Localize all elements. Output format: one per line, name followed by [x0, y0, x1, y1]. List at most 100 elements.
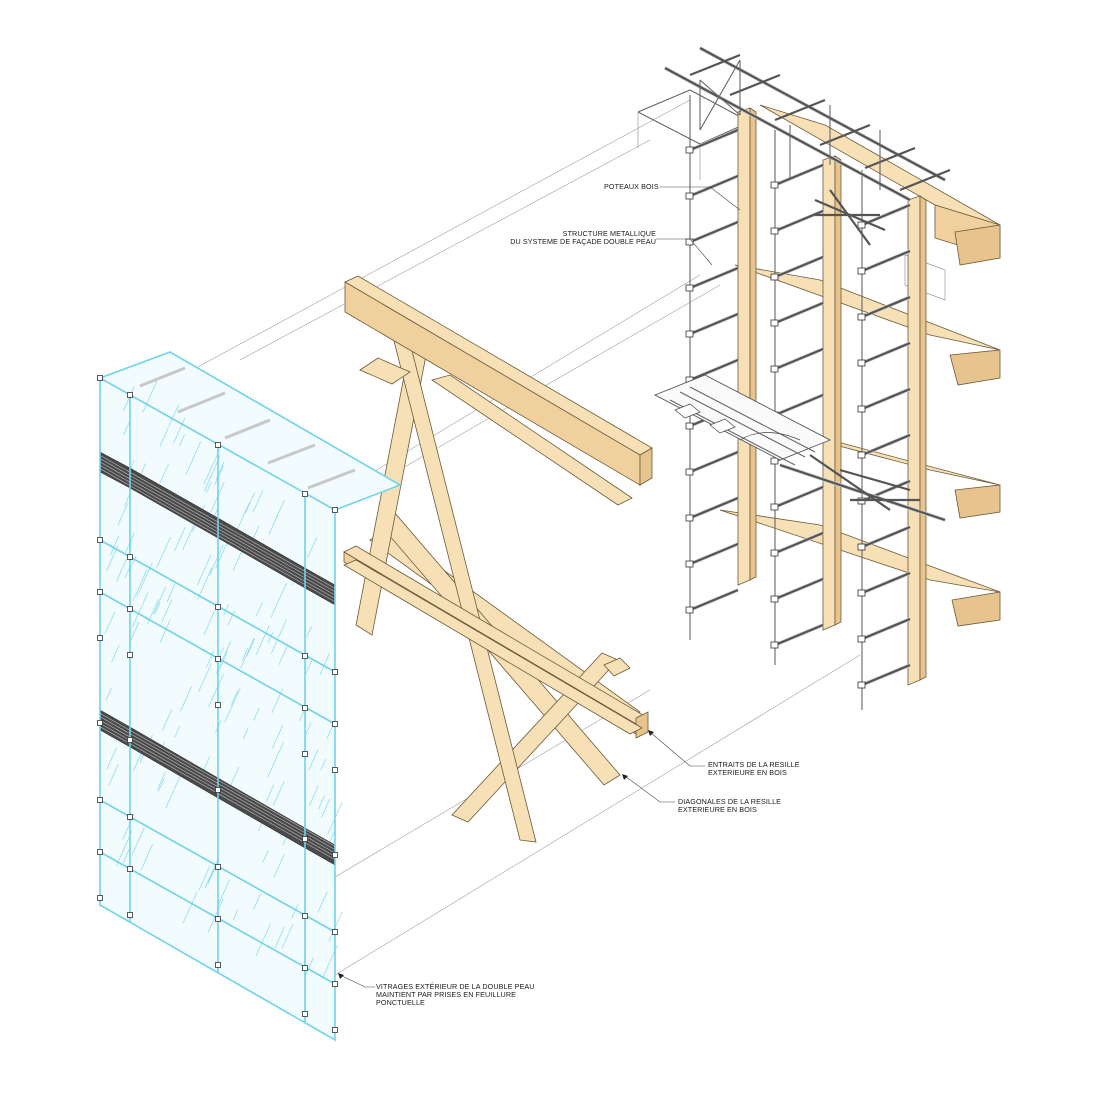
bracket-clip	[857, 681, 866, 689]
glass-hatch-stroke	[168, 404, 179, 427]
wood-column	[822, 155, 842, 631]
steel-mullions	[689, 95, 863, 710]
label-diagonales-line2: EXTERIEURE EN BOIS	[678, 805, 757, 814]
glass-hatch-stroke	[236, 502, 250, 532]
glass-point-fixing	[332, 669, 338, 675]
glass-point-fixing	[302, 491, 308, 497]
bracket-clip	[685, 422, 694, 430]
glass-hatch-stroke	[198, 663, 212, 693]
bracket-clip	[857, 267, 866, 275]
glass-hatch-stroke	[207, 899, 224, 933]
glass-hatch-stroke	[246, 638, 256, 657]
annotation-diagonales: DIAGONALES DE LA RESILLE EXTERIEURE EN B…	[622, 774, 781, 814]
steel-bracket	[774, 163, 824, 187]
bracket-clip	[685, 468, 694, 476]
bracket-clip	[857, 635, 866, 643]
steel-bracket	[861, 203, 911, 227]
bracket-clip	[857, 405, 866, 413]
glass-hatch-stroke	[291, 904, 299, 919]
glass-hatch-stroke	[229, 766, 240, 788]
glass-hatch-stroke	[105, 687, 112, 701]
glass-point-fixing	[332, 929, 338, 935]
bracket-clip	[857, 589, 866, 597]
glass-point-fixing	[127, 866, 133, 872]
glass-point-fixing	[127, 652, 133, 658]
glass-hatch-stroke	[262, 850, 269, 863]
glass-point-fixing	[215, 442, 221, 448]
glass-point-fixing	[215, 962, 221, 968]
glass-point-fixing	[97, 797, 103, 803]
glass-hatch-stroke	[227, 611, 235, 626]
steel-bracket	[774, 347, 824, 371]
label-structure-line2: DU SYSTEME DE FAÇADE DOUBLE PEAU	[510, 237, 656, 246]
steel-bracket	[689, 496, 739, 520]
bracket-clip	[770, 365, 779, 373]
glass-hatch-stroke	[122, 846, 131, 864]
glass-hatch-stroke	[265, 784, 275, 802]
glass-hatch-stroke	[320, 758, 327, 771]
glass-point-fixing	[97, 589, 103, 595]
glass-point-fixing	[332, 721, 338, 727]
steel-bracket	[861, 295, 911, 319]
glass-hatch-stroke	[245, 492, 255, 514]
steel-bracket	[689, 174, 739, 198]
glass-hatch-stroke	[206, 481, 212, 493]
glass-hatch-stroke	[162, 708, 173, 731]
glass-hatch-stroke	[157, 778, 165, 792]
steel-bracket	[861, 341, 911, 365]
steel-bracket	[861, 525, 911, 549]
glass-hatch-stroke	[208, 673, 224, 708]
glass-point-fixing	[215, 864, 221, 870]
glass-hatch-stroke	[197, 554, 212, 585]
bracket-clip	[685, 284, 694, 292]
bracket-clip	[857, 221, 866, 229]
glass-hatch-stroke	[308, 748, 319, 771]
annotation-structure: STRUCTURE METALLIQUE DU SYSTEME DE FAÇAD…	[510, 229, 713, 266]
glass-hatch-stroke	[129, 622, 140, 644]
glass-hatch-stroke	[166, 583, 176, 602]
label-poteaux-bois: POTEAUX BOIS	[604, 182, 659, 191]
glass-double-skin	[97, 351, 402, 1042]
glass-point-fixing	[97, 849, 103, 855]
bracket-clip	[770, 503, 779, 511]
glass-hatch-stroke	[278, 645, 288, 665]
bracket-clip	[685, 514, 694, 522]
glass-hatch-stroke	[110, 535, 120, 556]
bracket-clip	[685, 606, 694, 614]
glass-point-fixing	[302, 965, 308, 971]
glass-hatch-stroke	[271, 688, 284, 714]
steel-bracket	[689, 220, 739, 244]
bracket-clip	[770, 549, 779, 557]
glass-point-fixing	[332, 852, 338, 858]
glass-hatch-stroke	[275, 499, 285, 521]
glass-hatch-stroke	[131, 592, 149, 628]
glass-hatch-stroke	[209, 544, 224, 576]
glass-hatch-stroke	[319, 653, 330, 675]
steel-bracket	[861, 249, 911, 273]
label-vitrages-line2: MAINTIENT PAR PRISES EN FEUILLURE	[376, 990, 516, 999]
steel-bracket	[861, 479, 911, 503]
glass-hatch-stroke	[182, 891, 198, 924]
glass-hatch-stroke	[154, 602, 161, 614]
label-vitrages-line3: PONCTUELLE	[376, 998, 425, 1007]
glass-hatch-stroke	[304, 659, 313, 677]
glass-point-fixing	[215, 656, 221, 662]
glass-hatch-stroke	[216, 640, 232, 674]
steel-bracket	[774, 531, 824, 555]
glass-hatch-stroke	[216, 879, 230, 908]
glass-hatch-stroke	[116, 558, 127, 582]
glass-hatch-stroke	[153, 586, 167, 615]
glass-hatch-stroke	[140, 844, 153, 871]
bracket-clip	[685, 238, 694, 246]
maintenance-platform	[653, 374, 946, 522]
wood-column	[907, 195, 927, 686]
steel-bracket	[861, 433, 911, 457]
glass-hatch-stroke	[252, 489, 264, 513]
steel-bracket	[689, 266, 739, 290]
glass-point-fixing	[302, 705, 308, 711]
glass-hatch-stroke	[174, 527, 186, 552]
lattice-entrait-bottom	[343, 545, 649, 739]
bracket-clip	[685, 146, 694, 154]
glass-point-fixing	[215, 916, 221, 922]
